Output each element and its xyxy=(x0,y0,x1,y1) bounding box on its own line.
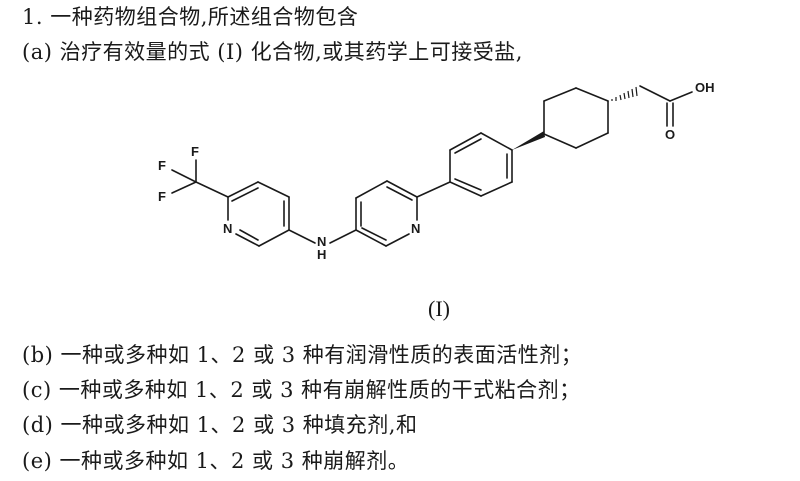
atom-h-amine: H xyxy=(317,247,326,262)
atom-n-right-pyridine: N xyxy=(411,221,420,236)
claim-heading: 1. 一种药物组合物,所述组合物包含 xyxy=(22,5,359,29)
atom-n-left-pyridine: N xyxy=(223,221,232,236)
chemical-structure-formula-i: F F F N N H N OH O xyxy=(158,80,715,262)
atom-o-carbonyl: O xyxy=(665,127,675,142)
atom-f2: F xyxy=(158,158,166,173)
atom-n-amine: N xyxy=(317,234,326,249)
atom-oh: OH xyxy=(695,80,715,95)
formula-label: (I) xyxy=(428,296,450,321)
claim-item-b: (b) 一种或多种如 1、2 或 3 种有润滑性质的表面活性剂； xyxy=(22,343,583,367)
atom-f3: F xyxy=(158,189,166,204)
atom-f1: F xyxy=(191,144,199,159)
claim-item-e: (e) 一种或多种如 1、2 或 3 种崩解剂。 xyxy=(22,449,410,473)
claim-item-c: (c) 一种或多种如 1、2 或 3 种有崩解性质的干式粘合剂； xyxy=(22,378,581,402)
claim-item-d: (d) 一种或多种如 1、2 或 3 种填充剂,和 xyxy=(22,413,418,437)
claim-item-a: (a) 治疗有效量的式 (I) 化合物,或其药学上可接受盐, xyxy=(22,40,523,64)
